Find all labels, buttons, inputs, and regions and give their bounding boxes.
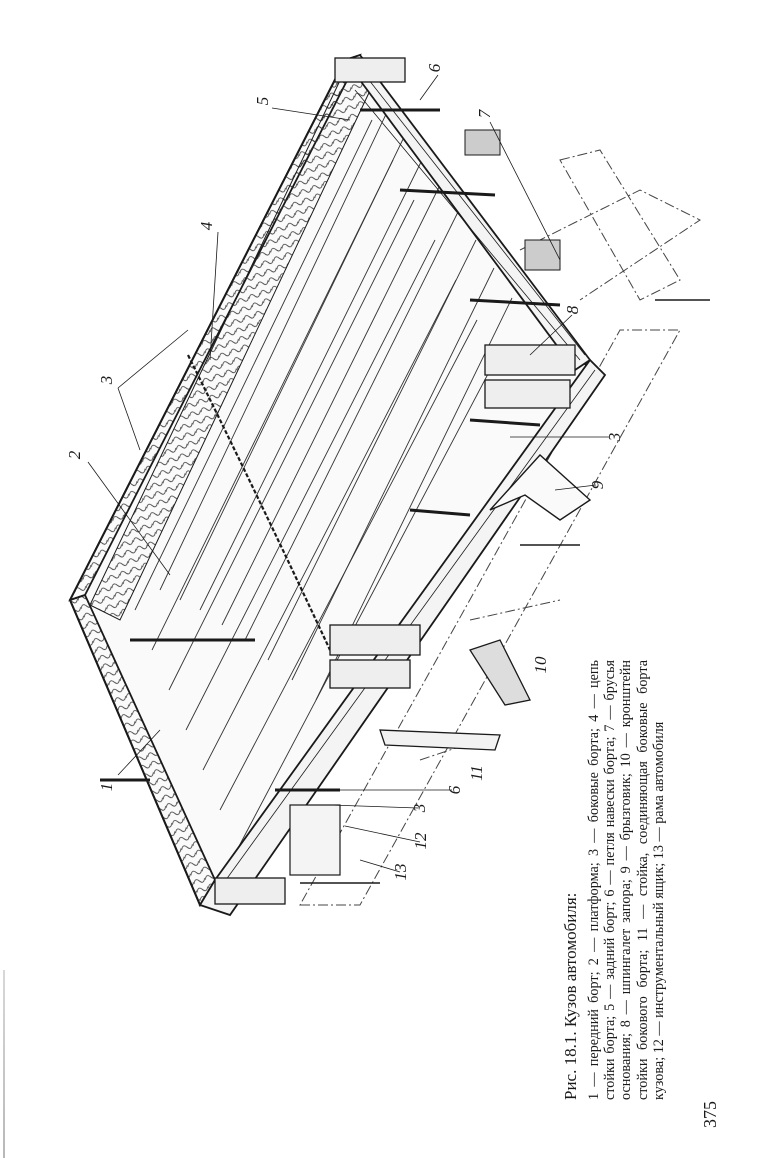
page-number: 375 [700,1101,720,1128]
callout-3a: 3 [97,376,116,386]
tie-stake [379,729,501,751]
binding-edge [3,970,5,1158]
stake-chain [187,354,331,651]
base-beams [464,129,561,271]
hinge-loops [100,108,561,792]
callout-11: 11 [467,765,486,781]
callout-10: 10 [531,656,550,674]
callout-6a: 6 [425,63,444,72]
chassis-frame [299,149,701,906]
rear-board [343,53,592,372]
side-stakes [214,57,576,905]
callout-2: 2 [65,450,84,459]
mud-flap [489,454,592,521]
callout-13: 13 [391,864,410,881]
caption-title: Рис. 18.1. Кузов автомобиля: [561,892,580,1100]
front-board [68,53,376,907]
callout-12: 12 [411,832,430,850]
callout-4: 4 [197,221,216,230]
callout-3b: 3 [605,433,624,443]
caption-body: 1 — передний борт; 2 — платформа; 3 — бо… [586,660,667,1100]
callout-5: 5 [253,97,272,106]
leader-lines [87,74,610,873]
callout-labels: 1 2 3 3 3 4 5 6 6 7 8 9 10 11 12 13 [65,63,624,880]
callout-7: 7 [475,108,494,118]
callout-8: 8 [563,305,582,314]
latch-bolt [300,299,710,884]
callout-6b: 6 [445,785,464,794]
tool-box [289,804,341,876]
stake-bracket [469,639,531,706]
callout-9: 9 [588,480,607,489]
callout-1: 1 [97,783,116,792]
figure-caption: Рис. 18.1. Кузов автомобиля: 1 — передни… [560,660,667,1100]
callout-3c: 3 [410,804,429,814]
